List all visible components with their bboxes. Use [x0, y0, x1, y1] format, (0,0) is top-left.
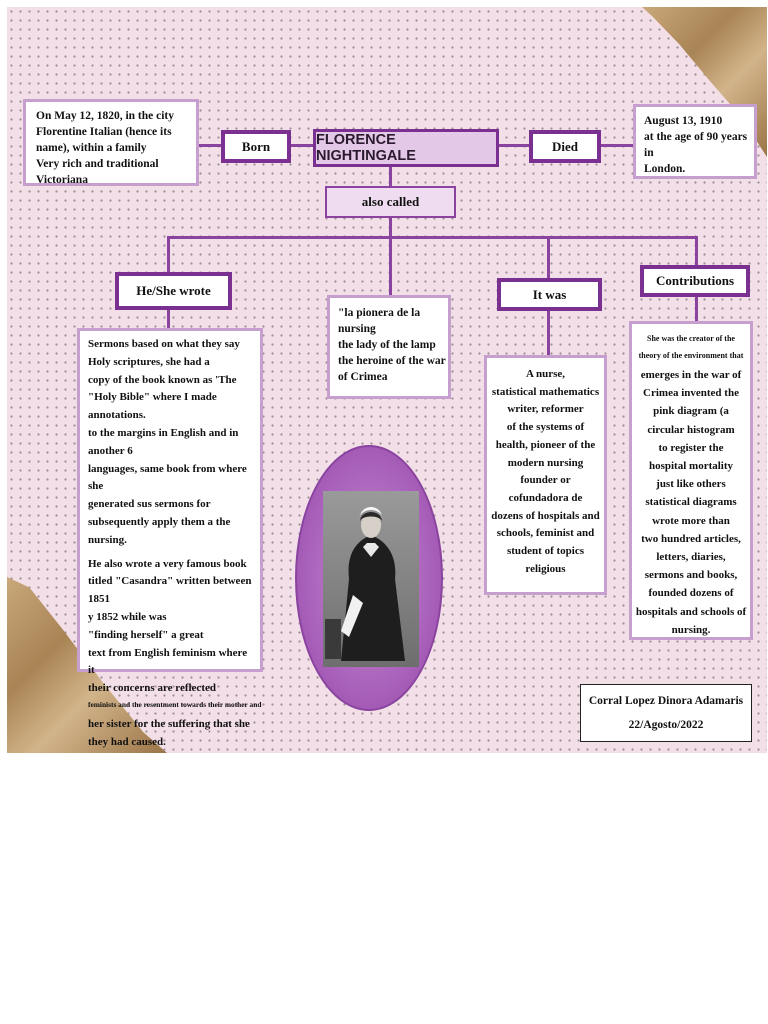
died-text-box: August 13, 1910 at the age of 90 years i…	[633, 104, 757, 179]
portrait-frame	[295, 445, 443, 711]
wrote-label: He/She wrote	[115, 272, 232, 310]
author-name: Corral Lopez Dinora Adamaris	[588, 695, 744, 707]
born-text-box: On May 12, 1820, in the city Florentine …	[23, 99, 199, 186]
page-title: FLORENCE NIGHTINGALE	[313, 129, 499, 167]
author-box: Corral Lopez Dinora Adamaris 22/Agosto/2…	[580, 684, 752, 742]
connector-contrib-down	[695, 297, 698, 321]
contributions-main-text: emerges in the war of Crimea invented th…	[635, 369, 747, 636]
connector-branch-itwas	[547, 236, 550, 278]
portrait-image	[323, 491, 419, 667]
connector-title-died	[499, 144, 529, 147]
connector-aka-down	[389, 217, 392, 297]
connector-wrote-down	[167, 310, 170, 328]
wrote-paragraph-2: He also wrote a very famous book titled …	[88, 557, 252, 695]
contributions-small-text: She was the creator of the theory of the…	[638, 334, 744, 360]
it-was-label: It was	[497, 278, 602, 311]
connector-title-down	[389, 167, 392, 187]
wrote-paragraph-2-end: her sister for the suffering that she th…	[88, 717, 250, 748]
wrote-paragraph-2-small: feminists and the resentment towards the…	[88, 699, 262, 709]
died-label: Died	[529, 130, 601, 163]
wrote-paragraph-1: Sermons based on what they say Holy scri…	[88, 338, 247, 546]
also-called-label: also called	[325, 186, 456, 218]
born-label: Born	[221, 130, 291, 163]
aka-text-box: "la pionera de la nursing the lady of th…	[327, 295, 451, 399]
connector-born-title	[291, 144, 313, 147]
wrote-text-box: Sermons based on what they say Holy scri…	[77, 328, 263, 748]
connector-born-left	[199, 144, 221, 147]
connector-branch-wrote	[167, 236, 170, 272]
it-was-text-box: A nurse, statistical mathematics writer,…	[484, 355, 607, 595]
author-date: 22/Agosto/2022	[628, 719, 704, 731]
connector-horizontal-branch	[167, 236, 698, 239]
contributions-label: Contributions	[640, 265, 750, 297]
connector-died-right	[601, 144, 633, 147]
concept-map-poster: On May 12, 1820, in the city Florentine …	[7, 7, 767, 753]
connector-branch-contrib	[695, 236, 698, 266]
contributions-text-box: She was the creator of the theory of the…	[629, 321, 753, 640]
connector-itwas-down	[547, 311, 550, 355]
